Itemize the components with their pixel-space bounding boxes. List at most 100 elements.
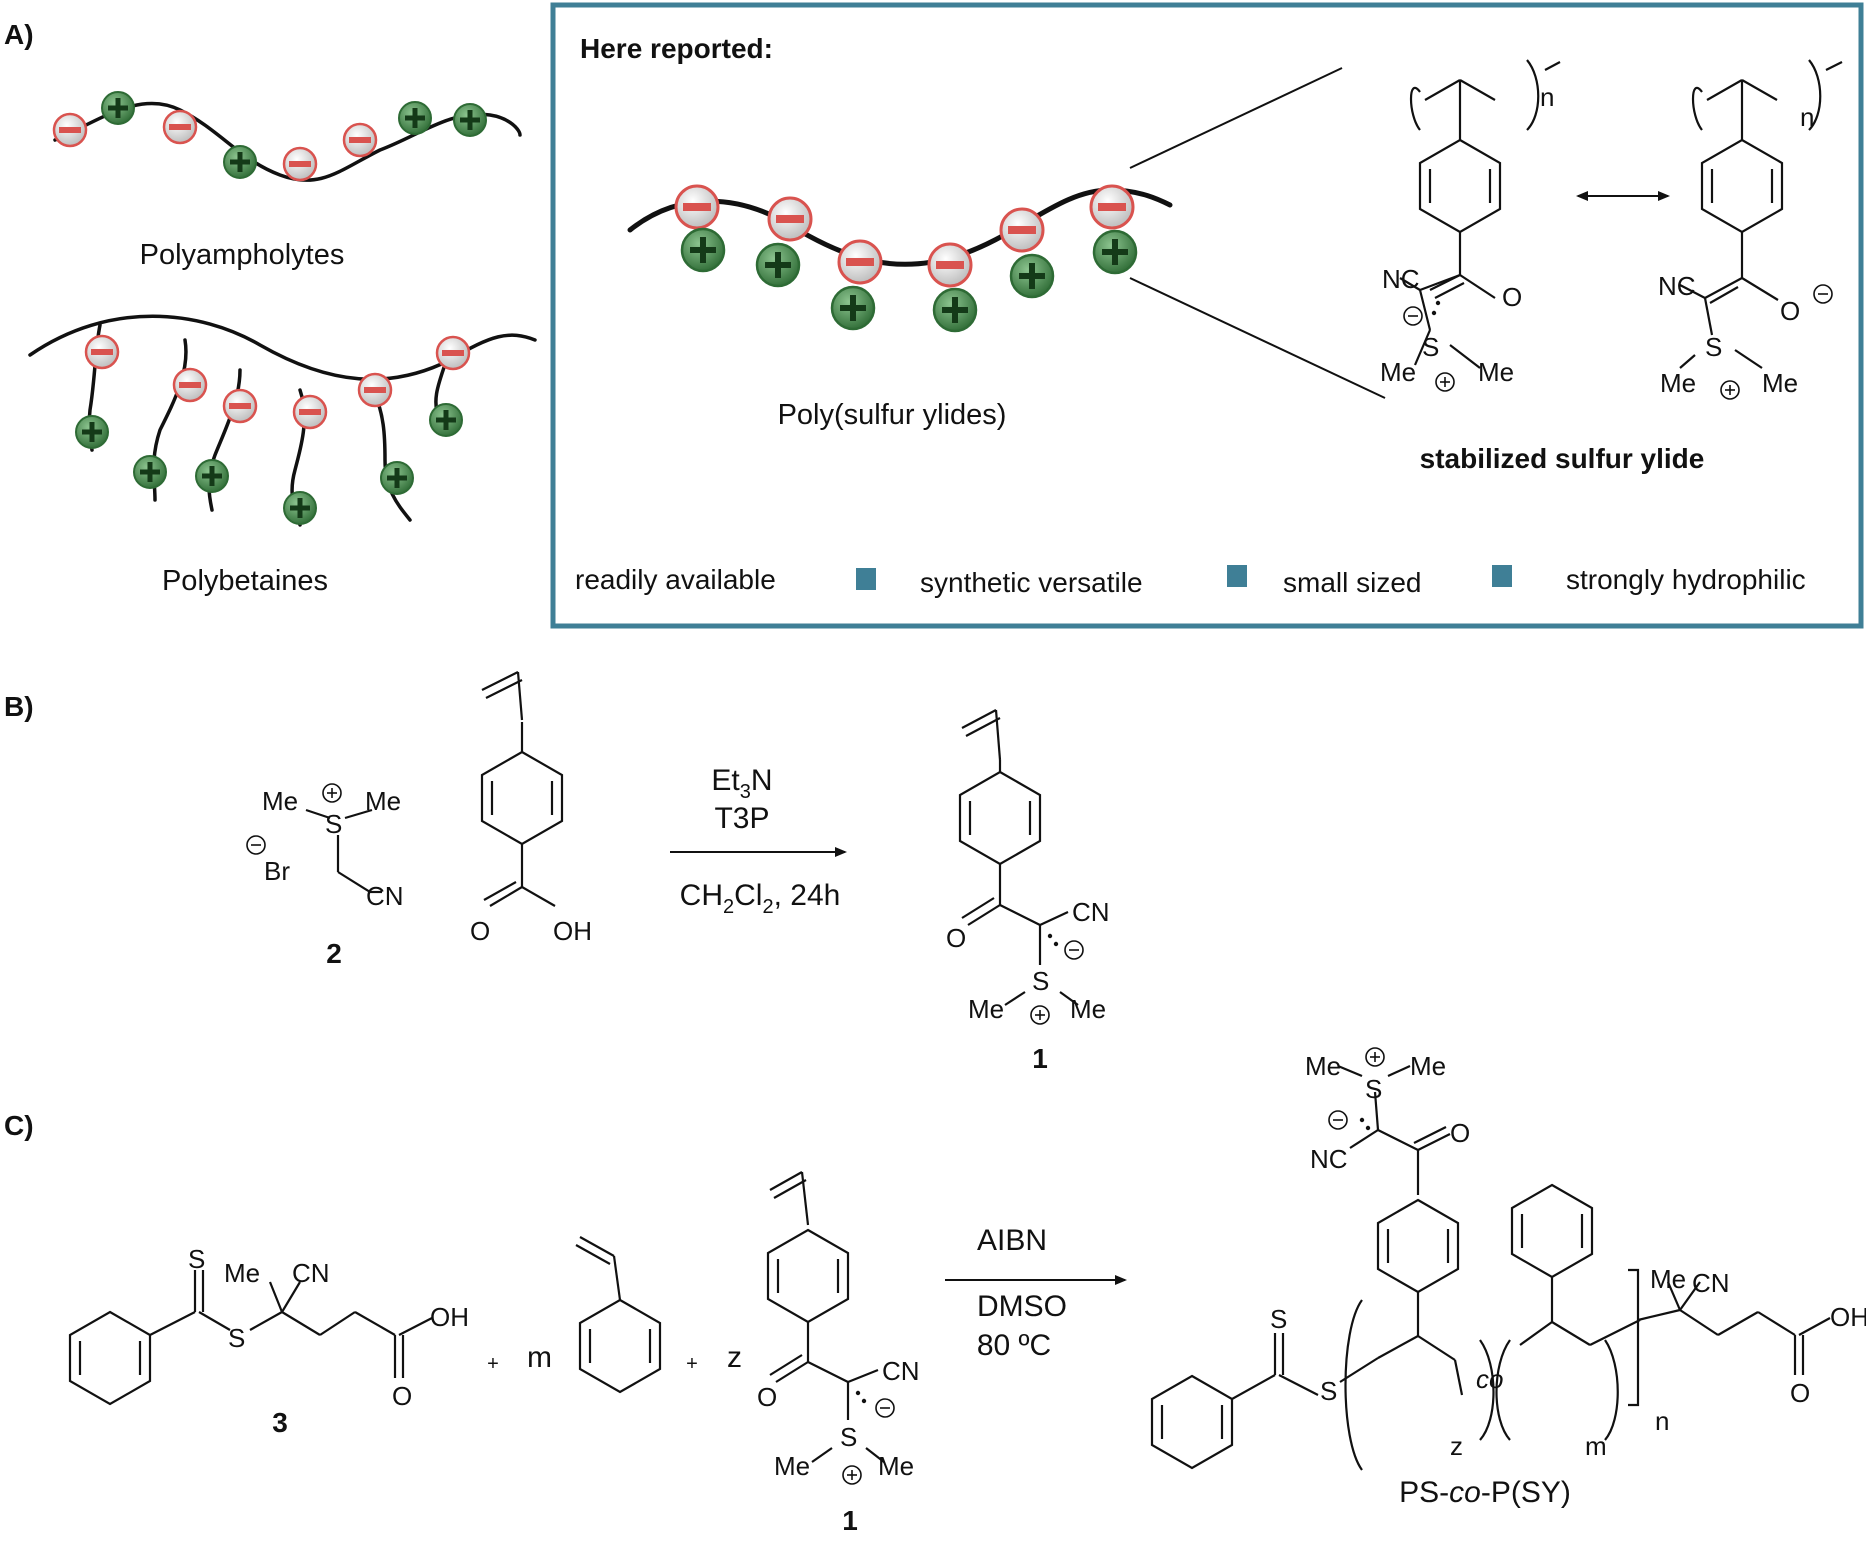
positive-charge <box>398 101 432 135</box>
compound-1-label-c: 1 <box>842 1505 858 1536</box>
compound-2-structure: Me Me S Br CN <box>246 783 404 911</box>
here-reported-title: Here reported: <box>580 33 773 64</box>
negative-charge <box>282 146 318 182</box>
subscript-z: z <box>1450 1431 1463 1461</box>
negative-charge <box>435 335 471 371</box>
positive-charge <box>429 403 463 437</box>
me-label: Me <box>224 1258 260 1288</box>
positive-charge <box>195 459 229 493</box>
o-label: O <box>1790 1378 1810 1408</box>
subscript: 3 <box>740 781 751 803</box>
stabilized-sulfur-ylide-label: stabilized sulfur ylide <box>1420 443 1705 474</box>
s-label: S <box>1032 966 1049 996</box>
positive-charge <box>932 287 978 333</box>
me-label: Me <box>1660 368 1696 398</box>
poly-sulfur-ylides-label: Poly(sulfur ylides) <box>778 399 1007 431</box>
thione-s-label: S <box>1270 1304 1287 1334</box>
feature-item: strongly hydrophilic <box>1566 564 1806 595</box>
compound-1-structure-c: O CN S Me Me <box>757 1171 920 1485</box>
o-label: O <box>757 1382 777 1412</box>
reagent-t3p: T3P <box>714 802 769 835</box>
repeat-n-label: n <box>1800 102 1814 132</box>
negative-charge <box>84 334 120 370</box>
conditions-part: , 24h <box>774 879 841 912</box>
positive-charge <box>223 145 257 179</box>
br-label: Br <box>264 856 290 886</box>
polybetaines-label: Polybetaines <box>162 565 328 597</box>
feature-item: readily available <box>575 564 776 595</box>
cn-label: CN <box>1692 1268 1730 1298</box>
o-label: O <box>1502 282 1522 312</box>
me-label: Me <box>1070 994 1106 1024</box>
negative-charge <box>1089 184 1135 230</box>
repeat-n-label: n <box>1540 82 1554 112</box>
product-label-part: PS- <box>1399 1476 1449 1509</box>
me-label: Me <box>1410 1051 1446 1081</box>
o-label: O <box>1450 1118 1470 1148</box>
positive-charge <box>75 415 109 449</box>
product-structure: Me Me S NC O <box>1150 1047 1866 1471</box>
positive-charge <box>380 461 414 495</box>
feature-bullet <box>856 568 876 590</box>
feature-bullet <box>1227 565 1247 587</box>
styrene-structure <box>575 1236 662 1394</box>
s-label: S <box>228 1323 245 1353</box>
s-label: S <box>325 809 342 839</box>
positive-charge <box>680 227 726 273</box>
feature-bullet <box>1492 565 1512 587</box>
me-label: Me <box>1762 368 1798 398</box>
s-label: S <box>840 1422 857 1452</box>
me-label: Me <box>1305 1051 1341 1081</box>
co-label: co <box>1476 1364 1503 1394</box>
compound-1-label-b: 1 <box>1032 1043 1048 1074</box>
conditions-part: Cl <box>734 879 762 912</box>
subscript: 2 <box>723 896 734 918</box>
me-label: Me <box>1478 357 1514 387</box>
negative-charge <box>342 122 378 158</box>
positive-charge <box>830 285 876 331</box>
here-reported-box <box>550 2 1864 629</box>
subscript-n: n <box>1655 1406 1669 1436</box>
plus-sign: + <box>487 1353 499 1375</box>
polyampholytes-label: Polyampholytes <box>140 239 345 271</box>
cn-label: CN <box>882 1356 920 1386</box>
feature-item: synthetic versatile <box>920 567 1143 598</box>
zoom-line-bottom <box>1129 277 1386 399</box>
reagent-dmso: DMSO <box>977 1290 1067 1323</box>
s-label: S <box>1320 1376 1337 1406</box>
conditions-part: CH <box>680 879 723 912</box>
me-label: Me <box>968 994 1004 1024</box>
ylide-structure-enolate: n NC O S Me Me <box>1658 59 1843 400</box>
nc-label: NC <box>1310 1144 1348 1174</box>
compound-1-structure: O CN S Me Me <box>946 709 1110 1025</box>
product-label-part: co <box>1449 1476 1481 1509</box>
feature-list: readily available synthetic versatile sm… <box>575 564 1806 598</box>
product-label-part: -P(SY) <box>1481 1476 1571 1509</box>
negative-charge <box>172 367 208 403</box>
positive-charge <box>755 242 801 288</box>
vinylbenzoic-acid-structure: O OH <box>470 671 592 946</box>
thione-s-label: S <box>188 1244 205 1274</box>
cn-label: CN <box>366 881 404 911</box>
negative-charge <box>222 388 258 424</box>
reagent-text: N <box>751 764 773 797</box>
coefficient-z: z <box>727 1341 742 1374</box>
me-label: Me <box>365 786 401 816</box>
reaction-arrow-b: Et3N T3P CH2Cl2, 24h <box>670 764 847 918</box>
negative-charge <box>52 112 88 148</box>
compound-3-label: 3 <box>272 1407 288 1438</box>
oh-label: OH <box>553 916 592 946</box>
oh-label: OH <box>430 1302 469 1332</box>
negative-charge <box>357 372 393 408</box>
panel-b-label: B) <box>4 691 34 722</box>
o-label: O <box>470 916 490 946</box>
cn-label: CN <box>1072 897 1110 927</box>
negative-charge <box>767 196 813 242</box>
negative-charge <box>999 207 1045 253</box>
polybetaine-chain <box>28 314 537 527</box>
subscript: 2 <box>762 896 773 918</box>
negative-charge <box>927 242 973 288</box>
negative-charge <box>292 394 328 430</box>
negative-charge <box>674 184 720 230</box>
